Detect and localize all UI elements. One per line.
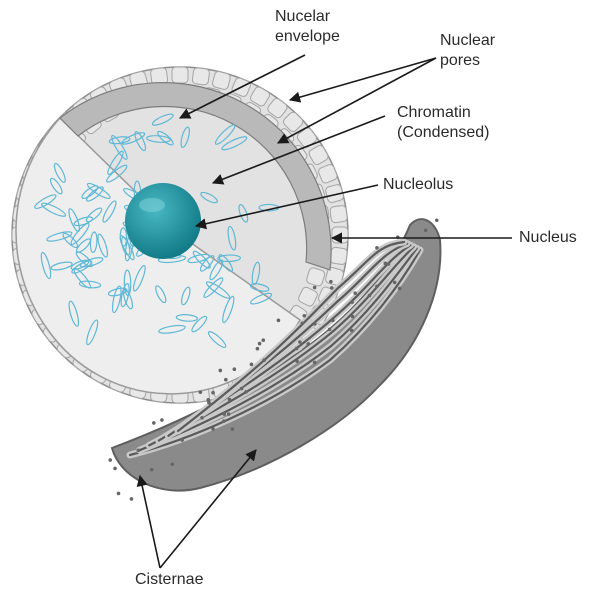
ribosome — [244, 390, 248, 394]
ribosome — [353, 291, 357, 295]
ribosome — [328, 328, 332, 332]
nucleolus-highlight — [139, 198, 165, 212]
ribosome — [227, 412, 231, 416]
nuclear-pore-cell — [172, 67, 188, 83]
ribosome — [233, 367, 237, 371]
label-nucleolus-text: Nucleolus — [383, 175, 453, 195]
nucleolus-sphere — [125, 183, 201, 259]
ribosome — [200, 416, 204, 420]
ribosome — [206, 398, 210, 402]
ribosome — [262, 358, 266, 362]
ribosome — [150, 468, 154, 472]
ribosome — [277, 319, 281, 323]
ribosome — [108, 458, 112, 462]
label-cisternae: Cisternae — [135, 570, 203, 590]
label-nuclear-envelope: Nucelar envelope — [275, 7, 340, 47]
ribosome — [199, 390, 203, 394]
ribosome — [211, 391, 215, 395]
ribosome — [160, 418, 164, 422]
ribosome — [306, 342, 310, 346]
label-nucleus-text: Nucleus — [519, 228, 577, 248]
ribosome — [350, 300, 354, 304]
nuclear-pore-cell — [212, 71, 232, 91]
ribosome — [351, 315, 355, 319]
ribosome — [209, 402, 213, 406]
ribosome — [231, 427, 235, 431]
leader-cisternae-1 — [140, 476, 160, 568]
ribosome — [295, 359, 299, 363]
ribosome — [222, 412, 226, 416]
ribosome — [180, 438, 184, 442]
ribosome — [435, 218, 439, 222]
ribosome — [368, 294, 372, 298]
ribosome — [228, 398, 232, 402]
ribosome — [261, 338, 265, 342]
ribosome — [375, 285, 379, 289]
leader-nuclear-pores-1 — [290, 58, 436, 100]
ribosome — [298, 340, 302, 344]
ribosome — [329, 280, 333, 284]
ribosome — [240, 387, 244, 391]
nuclear-pore-cell — [330, 205, 348, 223]
label-chromatin: Chromatin (Condensed) — [397, 103, 490, 143]
ribosome — [222, 419, 226, 423]
ribosome — [113, 467, 117, 471]
ribosome — [387, 262, 391, 266]
label-nuclear-pores-line2: pores — [440, 51, 495, 71]
ribosome — [424, 229, 428, 233]
ribosome — [256, 347, 260, 351]
ribosome — [330, 286, 334, 290]
ribosome — [295, 347, 299, 351]
label-chromatin-line2: (Condensed) — [397, 123, 490, 143]
label-nucleus: Nucleus — [519, 228, 577, 248]
nuclear-pore-cell — [192, 67, 210, 85]
label-nuclear-envelope-line2: envelope — [275, 27, 340, 47]
label-nucleolus: Nucleolus — [383, 175, 453, 195]
nuclear-pore-cell — [332, 227, 348, 243]
ribosome — [258, 342, 262, 346]
ribosome — [383, 262, 387, 266]
ribosome — [331, 319, 335, 323]
ribosome — [152, 421, 156, 425]
ribosome — [211, 427, 215, 431]
ribosome — [313, 322, 317, 326]
ribosome — [170, 462, 174, 466]
nuclear-pore-cell — [330, 247, 348, 265]
ribosome — [393, 281, 397, 285]
ribosome — [250, 363, 254, 367]
ribosome — [136, 449, 140, 453]
label-nuclear-pores-line1: Nuclear — [440, 31, 495, 51]
ribosome — [350, 329, 354, 333]
ribosome — [218, 369, 222, 373]
ribosome — [375, 246, 379, 250]
label-nuclear-pores: Nuclear pores — [440, 31, 495, 71]
ribosome — [313, 361, 317, 365]
label-cisternae-text: Cisternae — [135, 570, 203, 590]
ribosome — [300, 322, 304, 326]
ribosome — [117, 492, 121, 496]
ribosome — [303, 314, 307, 318]
ribosome — [313, 286, 317, 290]
ribosome — [130, 497, 134, 501]
label-nuclear-envelope-line1: Nucelar — [275, 7, 340, 27]
ribosome — [224, 378, 228, 382]
ribosome — [398, 287, 402, 291]
label-chromatin-line1: Chromatin — [397, 103, 490, 123]
